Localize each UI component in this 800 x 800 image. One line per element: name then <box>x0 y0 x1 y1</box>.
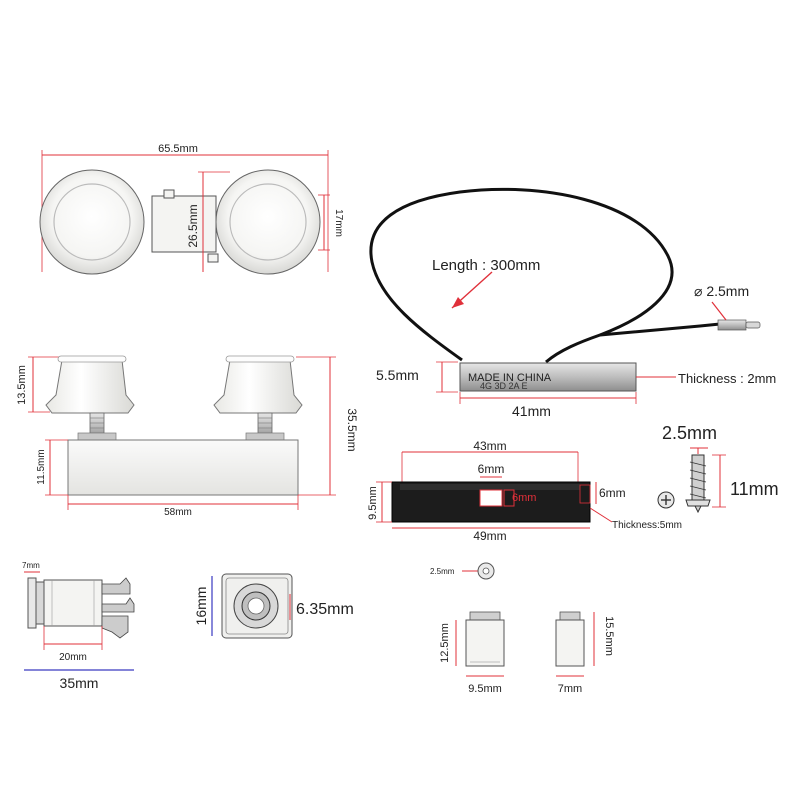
jack-body <box>43 579 103 627</box>
total-height-label: 35.5mm <box>345 408 359 451</box>
control-body <box>67 439 299 496</box>
length-label: Length : 300mm <box>432 257 540 274</box>
pickup-cable <box>369 187 674 364</box>
pickup-holder: 43mm 6mm 6mm 9.5mm 6mm Thickness:5mm 49m… <box>367 439 682 543</box>
jack-side-view: 7mm 20mm 35mm <box>22 561 135 691</box>
slot-depth-box <box>503 489 515 507</box>
pickup-print-line1: MADE IN CHINA <box>468 372 552 384</box>
cable-plug <box>717 319 747 331</box>
knobs-side-view: 13.5mm 11.5mm 35.5mm 58mm <box>16 355 359 518</box>
pickup-width-label: 41mm <box>512 403 551 419</box>
cap-right-width-label: 7mm <box>558 683 582 695</box>
knob-top-right <box>215 169 321 275</box>
knob-height-label: 13.5mm <box>16 365 28 405</box>
holder-thickness-leader <box>589 507 613 523</box>
holder-height-label: 9.5mm <box>367 486 379 520</box>
jack-total-label: 35mm <box>60 675 99 691</box>
screw-diameter-label: 2.5mm <box>662 423 717 443</box>
connector-tab <box>207 253 219 263</box>
pickup-height-label: 5.5mm <box>376 367 419 383</box>
jack-terminals <box>101 577 135 639</box>
length-arrowhead <box>452 297 464 308</box>
jack-front-height-label: 16mm <box>193 587 209 626</box>
cable-tail <box>599 322 721 337</box>
pickup-print-line2: 4G 3D 2A E <box>480 381 528 391</box>
slot-depth-label: 6mm <box>512 492 536 504</box>
knob-diameter-label: 17mm <box>333 209 344 237</box>
jack-nut <box>35 581 45 625</box>
holder-end-box <box>579 484 591 504</box>
height-label: 26.5mm <box>186 204 200 247</box>
jack-front-view: 16mm 6.35mm <box>193 573 354 639</box>
small-hole-label: 2.5mm <box>430 567 455 576</box>
body-width-label: 58mm <box>164 507 192 518</box>
screw: 2.5mm 11mm <box>657 423 779 514</box>
small-parts: 2.5mm 12.5mm 9.5mm 15.5mm 7mm <box>430 562 615 695</box>
knob-side-right <box>213 359 303 414</box>
body-height-label: 11.5mm <box>36 449 47 484</box>
screw-head-side <box>685 499 711 507</box>
jack-body-label: 20mm <box>59 652 87 663</box>
connector-body <box>151 195 217 253</box>
jack-flange-label: 7mm <box>22 561 40 570</box>
pickup-thickness-label: Thickness : 2mm <box>678 371 776 386</box>
knob-ring <box>53 183 131 261</box>
cap-body-left <box>465 619 505 667</box>
jack-hole-label: 6.35mm <box>296 601 354 618</box>
cap-top <box>469 611 501 621</box>
holder-right-height-label: 6mm <box>599 486 626 500</box>
knob-top-cap <box>57 355 127 363</box>
pickup-strip <box>459 362 637 392</box>
knobs-top-view: 65.5mm 26.5mm 17mm <box>39 143 344 275</box>
knob-top-cap <box>225 355 295 363</box>
width-label: 65.5mm <box>158 143 198 155</box>
holder-thickness-label: Thickness:5mm <box>612 520 682 531</box>
cap-right-height-label: 15.5mm <box>603 616 615 656</box>
holder-slot <box>479 489 503 507</box>
knob-top-left <box>39 169 145 275</box>
cap-top <box>559 611 581 621</box>
cable-diameter-label: ⌀ 2.5mm <box>694 283 749 299</box>
holder-inner-width-label: 43mm <box>473 439 506 453</box>
connector-tab <box>163 189 175 199</box>
screw-length-label: 11mm <box>730 479 779 499</box>
piezo-pickup: Length : 300mm ⌀ 2.5mm MADE IN CHINA 4G … <box>369 187 776 419</box>
holder-top-ridge <box>400 484 580 490</box>
slot-width-label: 6mm <box>478 462 505 476</box>
jack-hole <box>247 597 265 615</box>
knob-ring <box>229 183 307 261</box>
plug-tip <box>745 321 761 329</box>
cap-left-width-label: 9.5mm <box>468 683 502 695</box>
cap-body-right <box>555 619 585 667</box>
knob-side-left <box>45 359 135 414</box>
cap-left-height-label: 12.5mm <box>439 623 451 663</box>
jack-flange <box>27 577 37 629</box>
cable-diameter-arrow <box>711 301 727 321</box>
holder-outer-width-label: 49mm <box>473 529 506 543</box>
